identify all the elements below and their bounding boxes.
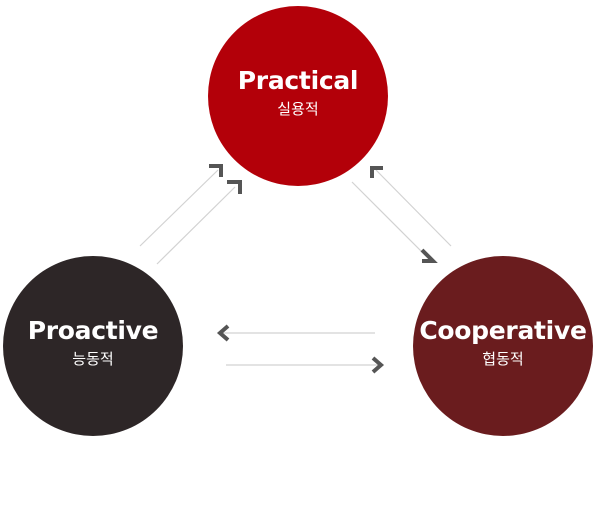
arrowhead-proactive-practical-1 <box>209 164 223 177</box>
node-cooperative-label: Cooperative <box>419 316 587 345</box>
connector-line-proactive-practical-1 <box>139 169 219 247</box>
node-cooperative-sublabel: 협동적 <box>482 350 524 368</box>
arrowhead-practical-cooperative-down <box>420 248 438 263</box>
node-cooperative: Cooperative 협동적 <box>413 256 593 436</box>
arrowhead-cooperative-practical-up <box>370 166 383 178</box>
arrowhead-cooperative-proactive-left <box>216 324 230 342</box>
connector-line-proactive-practical-2 <box>156 186 236 265</box>
node-practical-label: Practical <box>237 66 359 95</box>
node-proactive: Proactive 능동적 <box>3 256 183 436</box>
node-practical-sublabel: 실용적 <box>277 100 319 118</box>
node-proactive-label: Proactive <box>27 316 159 345</box>
connector-line-practical-cooperative-1 <box>351 181 428 258</box>
connector-line-practical-cooperative-2 <box>375 169 452 247</box>
node-proactive-sublabel: 능동적 <box>72 350 114 368</box>
arrowhead-proactive-cooperative-right <box>371 356 385 374</box>
node-practical: Practical 실용적 <box>208 6 388 186</box>
arrowhead-proactive-practical-2 <box>227 180 242 194</box>
